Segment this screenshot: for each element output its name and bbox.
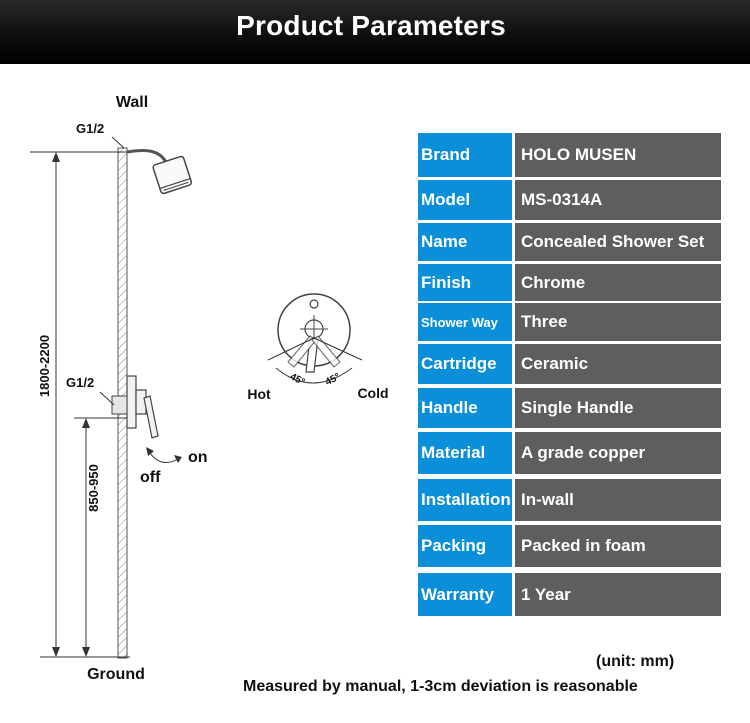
cold-angle-line xyxy=(313,337,363,361)
param-row-shower-way: Shower Way Three xyxy=(418,303,722,341)
thread-mid-label: G1/2 xyxy=(66,375,94,390)
param-label: Installation xyxy=(418,479,512,521)
param-label: Shower Way xyxy=(418,303,512,341)
param-row-finish: Finish Chrome xyxy=(418,264,722,301)
param-label: Packing xyxy=(418,525,512,567)
header-banner: Product Parameters xyxy=(0,0,750,64)
arrow-up-valve xyxy=(82,418,90,428)
param-value: HOLO MUSEN xyxy=(515,133,721,177)
ground-label: Ground xyxy=(87,666,145,683)
param-row-handle: Handle Single Handle xyxy=(418,388,722,428)
hot-label: Hot xyxy=(247,386,271,402)
param-value: Concealed Shower Set xyxy=(515,223,721,261)
valve-front-view xyxy=(277,293,351,373)
param-label: Name xyxy=(418,223,512,261)
mixer-valve xyxy=(111,375,159,439)
param-value: Ceramic xyxy=(515,344,721,384)
shower-arm xyxy=(126,148,168,163)
angle-left-label: 45° xyxy=(288,371,307,388)
param-label: Material xyxy=(418,432,512,474)
param-row-packing: Packing Packed in foam xyxy=(418,525,722,567)
off-label: off xyxy=(140,469,161,486)
on-arrow xyxy=(174,455,182,463)
thread-top-label: G1/2 xyxy=(76,121,104,136)
param-value: Three xyxy=(515,303,721,341)
param-label: Finish xyxy=(418,264,512,301)
param-row-brand: Brand HOLO MUSEN xyxy=(418,133,722,177)
on-label: on xyxy=(188,449,208,466)
param-label: Brand xyxy=(418,133,512,177)
param-value: 1 Year xyxy=(515,573,721,616)
thread-mid-leader xyxy=(99,391,115,406)
param-value: A grade copper xyxy=(515,432,721,474)
param-row-name: Name Concealed Shower Set xyxy=(418,223,722,261)
param-row-model: Model MS-0314A xyxy=(418,180,722,220)
param-value: Packed in foam xyxy=(515,525,721,567)
param-row-cartridge: Cartridge Ceramic xyxy=(418,344,722,384)
installation-diagram: Wall Ground G1/2 1800-2200 G1/2 xyxy=(0,64,400,723)
param-value: Chrome xyxy=(515,264,721,301)
arrow-up xyxy=(52,152,60,162)
off-arrow xyxy=(146,447,154,456)
param-label: Handle xyxy=(418,388,512,428)
param-value: In-wall xyxy=(515,479,721,521)
cold-label: Cold xyxy=(357,385,388,401)
parameter-table: Brand HOLO MUSEN Model MS-0314A Name Con… xyxy=(418,0,722,723)
param-label: Cartridge xyxy=(418,344,512,384)
hot-angle-line xyxy=(267,337,315,361)
arrow-down xyxy=(52,647,60,657)
shower-height-label: 1800-2200 xyxy=(37,335,52,397)
thread-top-leader xyxy=(111,136,125,149)
param-row-warranty: Warranty 1 Year xyxy=(418,573,722,616)
param-row-installation: Installation In-wall xyxy=(418,479,722,521)
arrow-down-valve xyxy=(82,647,90,657)
angle-right-label: 45° xyxy=(324,371,343,388)
angle-arc xyxy=(275,367,353,384)
valve-height-label: 850-950 xyxy=(86,464,101,512)
shower-head xyxy=(152,155,193,195)
param-row-material: Material A grade copper xyxy=(418,432,722,474)
param-label: Model xyxy=(418,180,512,220)
installation-drawing: Wall Ground G1/2 1800-2200 G1/2 xyxy=(30,94,389,683)
page-title: Product Parameters xyxy=(236,10,506,41)
param-label: Warranty xyxy=(418,573,512,616)
wall-label: Wall xyxy=(116,94,148,111)
unit-note: (unit: mm) xyxy=(596,653,675,670)
param-value: MS-0314A xyxy=(515,180,721,220)
measurement-note: Measured by manual, 1-3cm deviation is r… xyxy=(243,678,638,695)
param-value: Single Handle xyxy=(515,388,721,428)
